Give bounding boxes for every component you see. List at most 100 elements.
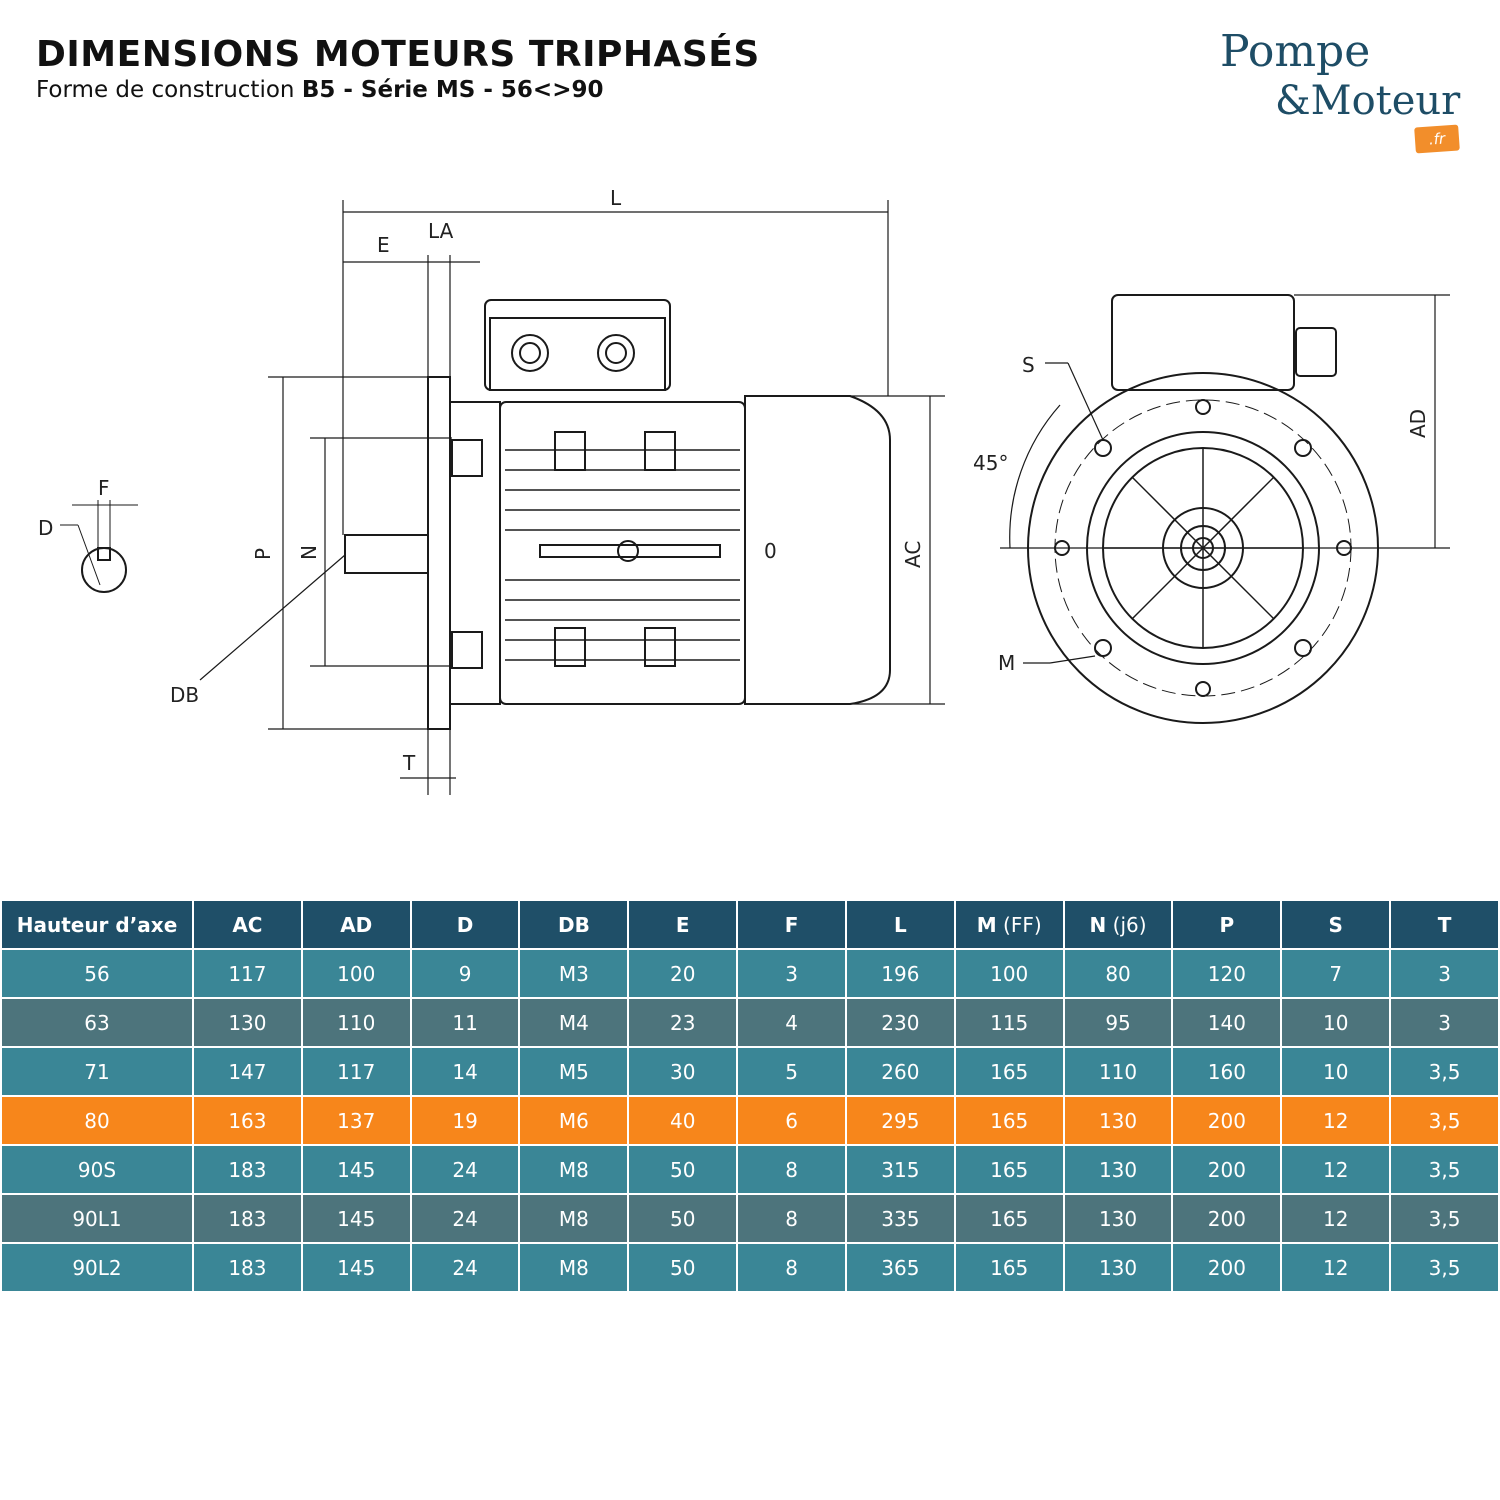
table-cell: 3 bbox=[736, 948, 847, 999]
column-header-label: M bbox=[976, 912, 997, 937]
table-cell: 12 bbox=[1280, 1144, 1392, 1195]
table-cell: 50 bbox=[627, 1144, 739, 1195]
side-view-dimensions bbox=[199, 200, 945, 795]
table-cell: 56 bbox=[0, 948, 194, 999]
table-cell: 110 bbox=[300, 997, 412, 1048]
column-header-label: T bbox=[1437, 912, 1452, 937]
label-S: S bbox=[1022, 353, 1035, 377]
column-header: F bbox=[736, 899, 847, 950]
table-cell: 7 bbox=[1280, 948, 1392, 999]
table-cell: 130 bbox=[1062, 1144, 1174, 1195]
brand-logo: Pompe &Moteur .fr bbox=[1215, 26, 1475, 166]
label-O: 0 bbox=[764, 539, 777, 563]
table-cell: 24 bbox=[409, 1144, 521, 1195]
logo-text-pompe: Pompe bbox=[1220, 26, 1371, 77]
table-cell: 130 bbox=[1062, 1193, 1174, 1244]
table-cell: 3,5 bbox=[1389, 1095, 1500, 1146]
table-cell: 315 bbox=[844, 1144, 956, 1195]
page-subtitle: Forme de construction B5 - Série MS - 56… bbox=[36, 77, 760, 103]
label-LA: LA bbox=[428, 219, 454, 243]
label-L: L bbox=[610, 186, 622, 210]
table-cell: 147 bbox=[192, 1046, 303, 1097]
table-cell: 63 bbox=[0, 997, 194, 1048]
table-cell: 30 bbox=[627, 1046, 739, 1097]
table-cell: 24 bbox=[409, 1193, 521, 1244]
table-cell: 12 bbox=[1280, 1242, 1392, 1293]
table-cell: 130 bbox=[192, 997, 303, 1048]
column-header: P bbox=[1171, 899, 1283, 950]
table-cell: 160 bbox=[1171, 1046, 1283, 1097]
table-cell: 3,5 bbox=[1389, 1193, 1500, 1244]
table-cell: 12 bbox=[1280, 1193, 1392, 1244]
table-cell: 117 bbox=[300, 1046, 412, 1097]
table-cell: M4 bbox=[518, 997, 630, 1048]
table-cell: 11 bbox=[409, 997, 521, 1048]
table-cell: 14 bbox=[409, 1046, 521, 1097]
table-cell: 145 bbox=[300, 1144, 412, 1195]
label-T: T bbox=[402, 751, 416, 775]
logo-text-moteur: &Moteur bbox=[1275, 78, 1461, 124]
page-title: DIMENSIONS MOTEURS TRIPHASÉS bbox=[36, 34, 760, 75]
label-F: F bbox=[98, 476, 110, 500]
table-cell: 10 bbox=[1280, 997, 1392, 1048]
table-cell: 200 bbox=[1171, 1095, 1283, 1146]
column-header: T bbox=[1389, 899, 1500, 950]
label-AD: AD bbox=[1406, 409, 1430, 438]
table-cell: 90S bbox=[0, 1144, 194, 1195]
column-header-label: P bbox=[1219, 912, 1235, 937]
table-cell: 19 bbox=[409, 1095, 521, 1146]
column-header-label: AC bbox=[232, 912, 263, 937]
table-cell: 200 bbox=[1171, 1144, 1283, 1195]
table-cell: 120 bbox=[1171, 948, 1283, 999]
table-cell: 3,5 bbox=[1389, 1144, 1500, 1195]
table-cell: 145 bbox=[300, 1242, 412, 1293]
table-cell: 183 bbox=[192, 1193, 303, 1244]
column-header: E bbox=[627, 899, 739, 950]
table-cell: 137 bbox=[300, 1095, 412, 1146]
label-P: P bbox=[251, 548, 275, 560]
table-cell: 23 bbox=[627, 997, 739, 1048]
motor-dimension-drawing: L LA E F D P N DB T 0 AC AD S M 45° bbox=[0, 170, 1500, 830]
label-E: E bbox=[377, 233, 390, 257]
table-cell: M8 bbox=[518, 1242, 630, 1293]
label-D: D bbox=[38, 516, 53, 540]
subtitle-prefix: Forme de construction bbox=[36, 77, 302, 103]
column-header-label: L bbox=[894, 912, 907, 937]
table-cell: 95 bbox=[1062, 997, 1174, 1048]
table-cell: 165 bbox=[953, 1095, 1065, 1146]
label-AC: AC bbox=[901, 541, 925, 568]
label-M: M bbox=[998, 651, 1015, 675]
table-cell: 145 bbox=[300, 1193, 412, 1244]
table-cell: 20 bbox=[627, 948, 739, 999]
column-header-label: E bbox=[675, 912, 690, 937]
table-cell: 200 bbox=[1171, 1242, 1283, 1293]
table-cell: 8 bbox=[736, 1144, 847, 1195]
table-cell: M3 bbox=[518, 948, 630, 999]
front-view-dimensions bbox=[1000, 294, 1450, 664]
table-cell: 90L2 bbox=[0, 1242, 194, 1293]
table-cell: 183 bbox=[192, 1242, 303, 1293]
table-cell: M8 bbox=[518, 1144, 630, 1195]
table-cell: 3 bbox=[1389, 997, 1500, 1048]
table-cell: 12 bbox=[1280, 1095, 1392, 1146]
column-header-label: Hauteur d’axe bbox=[16, 912, 178, 937]
label-N: N bbox=[297, 545, 321, 560]
column-header-unit: (FF) bbox=[996, 912, 1042, 937]
table-cell: 6 bbox=[736, 1095, 847, 1146]
table-cell: M8 bbox=[518, 1193, 630, 1244]
table-cell: 130 bbox=[1062, 1242, 1174, 1293]
column-header-label: DB bbox=[557, 912, 590, 937]
column-header-label: AD bbox=[340, 912, 373, 937]
column-header: AD bbox=[300, 899, 412, 950]
side-view-motor bbox=[344, 299, 891, 730]
technical-drawing-svg: L LA E F D P N DB T 0 AC AD S M 45° bbox=[38, 186, 1450, 795]
table-cell: 40 bbox=[627, 1095, 739, 1146]
table-cell: 9 bbox=[409, 948, 521, 999]
